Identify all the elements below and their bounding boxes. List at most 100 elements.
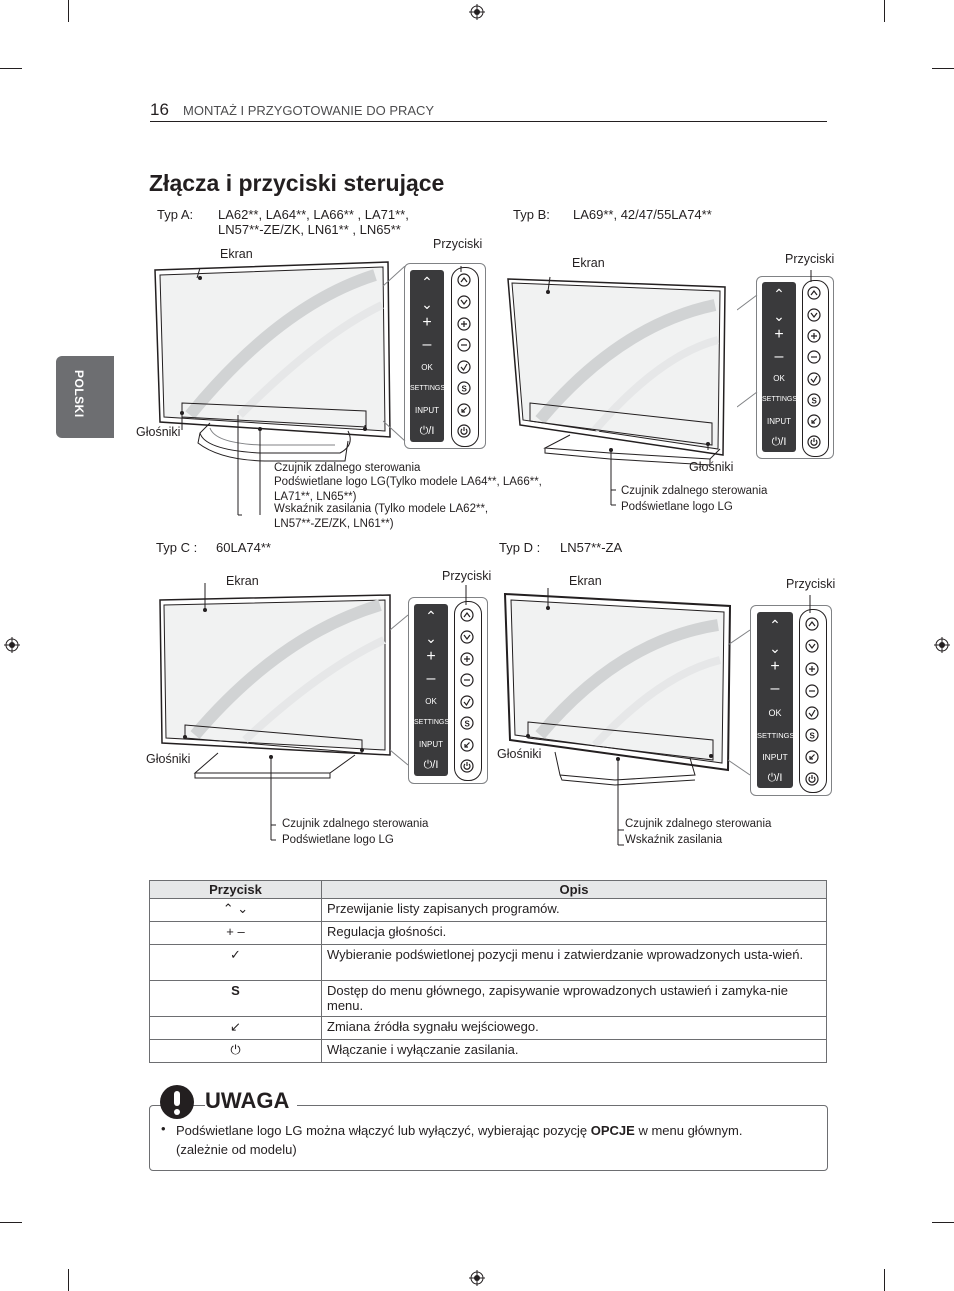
power-label: ⏻/I <box>767 772 783 784</box>
callout-power-indicator: Wskaźnik zasilania <box>625 834 723 846</box>
callout-lg-logo: LA71**, LN65**) <box>274 491 357 503</box>
svg-text:S: S <box>465 720 471 729</box>
buttons-label: Przyciski <box>786 577 836 591</box>
type-c-models: 60LA74** <box>216 540 271 555</box>
language-tab-label: POLSKI <box>72 370 86 418</box>
exclamation-icon <box>160 1085 194 1119</box>
page-title: Złącza i przyciski sterujące <box>149 170 445 196</box>
type-b-label: Typ B: <box>513 207 550 222</box>
button-panel-outline <box>802 280 829 457</box>
down-chevron-icon: ⌄ <box>421 296 433 312</box>
section-title: MONTAŻ I PRZYGOTOWANIE DO PRACY <box>183 103 435 118</box>
svg-text:S: S <box>462 385 468 394</box>
crop-mark <box>0 68 22 69</box>
crop-mark <box>932 68 954 69</box>
table-row: S Dostęp do menu głównego, zapisywanie w… <box>149 980 827 1017</box>
buttons-label: Przyciski <box>785 252 835 266</box>
page-number: 16 <box>150 100 169 119</box>
type-b-models: LA69**, 42/47/55LA74** <box>573 207 712 222</box>
power-icon: ⏻ <box>149 1039 322 1063</box>
type-a-models: LN57**-ZE/ZK, LN61** , LN65** <box>218 222 401 237</box>
svg-text:S: S <box>812 397 818 406</box>
button-panel-circles: S <box>457 273 471 438</box>
button-panel: ⌃ ⌄ + – OK SETTINGS INPUT ⏻/I S <box>756 276 834 459</box>
note-text-part: w menu głównym. (zależnie od modelu) <box>176 1123 743 1157</box>
button-panel-outline <box>799 609 827 793</box>
tv-type-a-illustration <box>154 261 391 516</box>
input-label: INPUT <box>419 740 443 749</box>
down-chevron-icon: ⌄ <box>425 630 437 646</box>
down-chevron-icon: ⌄ <box>773 308 785 324</box>
plus-icon: + <box>422 314 432 331</box>
button-panel-strip: ⌃ ⌄ + – OK SETTINGS INPUT ⏻/I <box>414 604 450 776</box>
crop-mark <box>68 1269 69 1291</box>
button-panel: ⌃ ⌄ + – OK SETTINGS INPUT ⏻/I S <box>750 605 832 796</box>
table-row: ↙ Zmiana źródła sygnału wejściowego. <box>149 1016 827 1040</box>
power-label: ⏻/I <box>423 759 439 771</box>
panel-connector-lines <box>728 595 811 776</box>
button-panel: ⌃ ⌄ + – OK SETTINGS INPUT ⏻/I S <box>404 263 486 449</box>
settings-label: SETTINGS <box>414 719 450 726</box>
input-label: INPUT <box>762 752 788 762</box>
type-a-label: Typ A: <box>157 207 194 222</box>
column-header: Opis <box>321 880 827 899</box>
screen-label: Ekran <box>220 247 253 261</box>
up-down-chevrons-icon: ⌃ ⌄ <box>149 898 322 922</box>
minus-icon: – <box>422 336 432 353</box>
settings-s-icon: S <box>149 980 322 1017</box>
type-d-models: LN57**-ZA <box>560 540 623 555</box>
svg-text:S: S <box>810 732 816 741</box>
settings-label: SETTINGS <box>762 396 798 403</box>
callout-lg-logo: Podświetlane logo LG(Tylko modele LA64**… <box>274 476 542 488</box>
callout-remote-sensor: Czujnik zdalnego sterowania <box>625 818 772 830</box>
table-cell-description: Zmiana źródła sygnału wejściowego. <box>321 1016 827 1040</box>
callout-lg-logo: Podświetlane logo LG <box>621 501 733 513</box>
table-cell-description: Wybieranie podświetlonej pozycji menu i … <box>321 944 827 981</box>
buttons-label: Przyciski <box>433 237 483 251</box>
button-description-table: Przycisk Opis ⌃ ⌄ Przewijanie listy zapi… <box>149 880 827 1063</box>
callout-lg-logo: Podświetlane logo LG <box>282 834 394 846</box>
registration-mark-icon <box>469 1270 485 1286</box>
button-panel: ⌃ ⌄ + – OK SETTINGS INPUT ⏻/I S <box>408 597 488 784</box>
up-chevron-icon: ⌃ <box>769 617 781 633</box>
button-panel-circles: S <box>805 617 819 786</box>
crop-mark <box>884 0 885 22</box>
screen-label: Ekran <box>569 574 602 588</box>
buttons-label: Przyciski <box>442 569 492 583</box>
button-panel-circles: S <box>807 286 821 449</box>
table-cell-description: Włączanie i wyłączanie zasilania. <box>321 1039 827 1063</box>
bullet-icon: • <box>161 1121 166 1136</box>
callout-power-indicator: LN57**-ZE/ZK, LN61**) <box>274 518 394 530</box>
button-panel-strip: ⌃ ⌄ + – OK SETTINGS INPUT ⏻/I <box>762 282 798 452</box>
button-panel-circles: S <box>460 608 474 773</box>
minus-icon: – <box>770 680 780 697</box>
table-row: ⌃ ⌄ Przewijanie listy zapisanych program… <box>149 898 827 922</box>
down-chevron-icon: ⌄ <box>769 640 781 656</box>
plus-icon: + <box>426 648 436 665</box>
note-text: Podświetlane logo LG można włączyć lub w… <box>176 1121 796 1159</box>
table-row: ⏻ Włączanie i wyłączanie zasilania. <box>149 1039 827 1063</box>
button-panel-strip: ⌃ ⌄ + – OK SETTINGS INPUT ⏻/I <box>410 270 445 442</box>
plus-icon: + <box>770 658 780 675</box>
ok-label: OK <box>773 374 785 383</box>
settings-label: SETTINGS <box>757 731 795 740</box>
type-a-models: LA62**, LA64**, LA66** , LA71**, <box>218 207 409 222</box>
up-chevron-icon: ⌃ <box>425 608 437 624</box>
note-text-bold: OPCJE <box>590 1123 635 1138</box>
header-divider <box>150 121 827 122</box>
ok-label: OK <box>421 363 433 372</box>
up-chevron-icon: ⌃ <box>421 274 433 290</box>
table-cell-description: Przewijanie listy zapisanych programów. <box>321 898 827 922</box>
note-title: UWAGA <box>205 1088 298 1114</box>
column-header: Przycisk <box>149 880 322 899</box>
power-label: ⏻/I <box>419 425 435 437</box>
button-panel-outline <box>451 267 479 447</box>
screen-label: Ekran <box>226 574 259 588</box>
speakers-label: Głośniki <box>136 425 181 439</box>
tv-type-b-illustration <box>507 276 726 506</box>
type-c-label: Typ C : <box>156 540 198 555</box>
check-icon: ✓ <box>149 944 322 981</box>
up-chevron-icon: ⌃ <box>773 286 785 302</box>
plus-minus-icon: + – <box>149 921 322 945</box>
button-panel-strip: ⌃ ⌄ + – OK SETTINGS INPUT ⏻/I <box>757 612 795 788</box>
